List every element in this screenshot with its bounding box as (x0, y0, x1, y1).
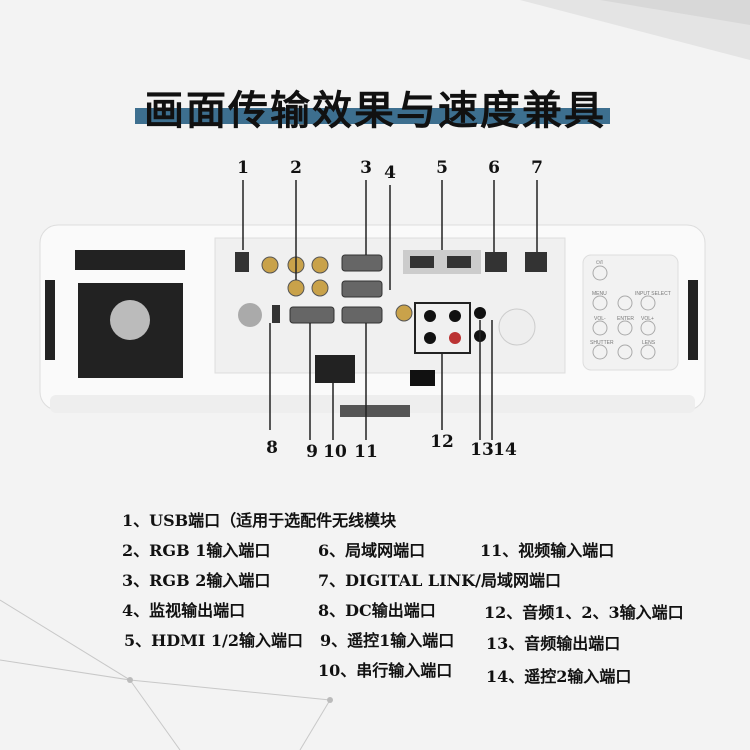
legend-item-3: 3、RGB 2输入端口 (122, 571, 271, 590)
projector-rear-panel (39, 180, 706, 440)
input-select-label: INPUT SELECT (635, 291, 671, 297)
legend-item-8: 8、DC输出端口 (318, 601, 436, 620)
callout-14: 14 (493, 440, 517, 460)
callout-5: 5 (436, 158, 448, 178)
legend-item-7: 7、DIGITAL LINK/局域网端口 (318, 571, 562, 590)
lens-label: LENS (642, 340, 656, 346)
legend-item-9: 9、遥控1输入端口 (320, 631, 455, 650)
legend-item-14: 14、遥控2输入端口 (486, 667, 632, 686)
callout-3: 3 (360, 158, 372, 178)
legend-item-12: 12、音频1、2、3输入端口 (484, 603, 684, 622)
callout-9: 9 (306, 442, 318, 462)
power-label: ⏻/I (596, 260, 603, 266)
legend-item-11: 11、视频输入端口 (480, 541, 615, 560)
legend-item-5: 5、HDMI 1/2输入端口 (124, 631, 304, 650)
enter-label: ENTER (617, 316, 634, 322)
title-underline-bar (135, 108, 610, 124)
legend-item-6: 6、局域网端口 (318, 541, 426, 560)
callout-6: 6 (488, 158, 500, 178)
legend-item-13: 13、音频输出端口 (486, 634, 621, 653)
callout-2: 2 (290, 158, 302, 178)
legend-item-10: 10、串行输入端口 (318, 661, 453, 680)
callout-10: 10 (323, 442, 347, 462)
callout-13: 13 (470, 440, 494, 460)
callout-1: 1 (237, 158, 249, 178)
callout-11: 11 (354, 442, 378, 462)
callout-7: 7 (531, 158, 543, 178)
usb-port (235, 252, 249, 272)
vol-plus-label: VOL+ (641, 316, 654, 322)
page-title: 画面传输效果与速度兼具 (144, 88, 606, 134)
vol-minus-label: VOL- (594, 316, 606, 322)
legend-item-1: 1、USB端口（适用于选配件无线模块 (122, 511, 397, 530)
shutter-label: SHUTTER (590, 340, 614, 346)
callout-4: 4 (384, 163, 396, 183)
legend-item-4: 4、监视输出端口 (122, 601, 246, 620)
callout-8: 8 (266, 438, 278, 458)
menu-label: MENU (592, 291, 607, 297)
legend-item-2: 2、RGB 1输入端口 (122, 541, 271, 560)
callout-12: 12 (430, 432, 454, 452)
